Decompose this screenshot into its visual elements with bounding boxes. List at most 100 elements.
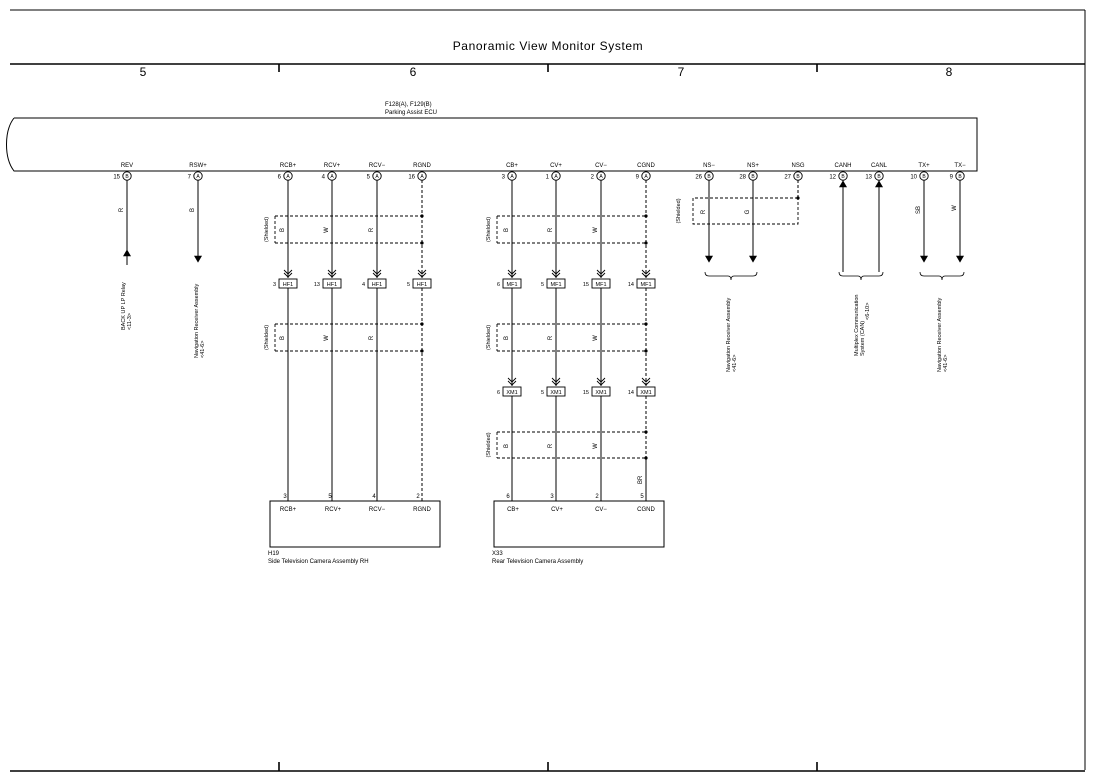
shield-ns-label: (Shielded) <box>676 198 682 223</box>
arrow-nsp <box>748 255 758 263</box>
pin-label-cbp: CB+ <box>506 163 518 169</box>
mf1-num-3: 14 <box>628 282 634 288</box>
h19-label-rgnd: RGND <box>413 507 431 513</box>
hf1-num-2: 4 <box>362 282 365 288</box>
wire-color-cvp-rep-7: R <box>548 443 554 448</box>
dest-rsw-ref: <41-6> <box>200 341 206 358</box>
shield-rear-lower: (Shielded) <box>486 430 648 460</box>
brace-ns <box>704 271 758 281</box>
x33-label-cvp: CV+ <box>551 507 563 513</box>
x33-label-cb: CB+ <box>507 507 519 513</box>
x33-label-cgnd: CGND <box>637 507 655 513</box>
wire-color-cbp-rep-3: B <box>504 336 510 340</box>
arrow-txm <box>955 255 965 263</box>
dest-ns-name: Navigation Receiver Assembly <box>726 297 732 372</box>
chevron-cvm-xm1 <box>596 377 606 386</box>
pin-num-rsw: 7 <box>188 175 192 181</box>
mf1-name-2: MF1 <box>596 282 607 288</box>
pin-num-rgnd: 16 <box>408 175 415 181</box>
pin-num-cvp: 1 <box>546 175 550 181</box>
x33-pin-3: 3 <box>550 494 554 500</box>
brace-can <box>838 271 884 281</box>
chevron-cbp-xm1 <box>507 377 517 386</box>
shield-side-lower-label: (Shielded) <box>264 325 270 350</box>
pin-num-canh: 12 <box>829 175 836 181</box>
arrow-canl <box>874 180 884 188</box>
shield-side-upper-label: (Shielded) <box>264 217 270 242</box>
wire-color-cvm-rep-5: W <box>593 335 599 341</box>
pin-conn-letter-rsw: A <box>196 174 200 180</box>
dest-rev-name: BACK UP LP Relay <box>121 282 127 330</box>
hf1-name-3: HF1 <box>417 282 427 288</box>
wire-color-rcvp-rep-1: W <box>324 335 330 341</box>
wire-color-rev: R <box>119 207 125 212</box>
chevron-rcvm-hf1 <box>372 269 382 278</box>
pin-conn-letter-cvp: A <box>554 174 558 180</box>
pin-label-cvm: CV− <box>595 163 607 169</box>
wire-color-cvm-rep-8: W <box>593 443 599 449</box>
pin-conn-letter-cgnd: A <box>644 174 648 180</box>
dest-navigation-tx: Navigation Receiver Assembly <41-6> <box>937 297 949 372</box>
wire-color-rcvm-rep-2: R <box>369 335 375 340</box>
ecu-code: F128(A), F129(B) <box>385 102 432 108</box>
shield-rear-middle: (Shielded) <box>486 322 648 353</box>
shields: (Shielded) (Shielded) (Shielded) (Shielded)… <box>264 196 800 460</box>
pin-num-rcvm: 5 <box>367 175 371 181</box>
page-frame <box>10 9 1086 772</box>
pin-conn-letter-nsg: B <box>796 174 800 180</box>
h19-label-rcvp: RCV+ <box>325 507 342 513</box>
h19-pin-2: 2 <box>416 494 420 500</box>
chevron-cgnd-xm1 <box>641 377 651 386</box>
arrow-rev <box>122 249 132 257</box>
h19-pin-5: 5 <box>328 494 332 500</box>
pin-label-rcbp: RCB+ <box>280 163 297 169</box>
pin-num-txm: 9 <box>950 175 954 181</box>
pin-conn-letter-rcvp: A <box>330 174 334 180</box>
pin-label-rcvp: RCV+ <box>324 163 341 169</box>
x33-box <box>493 500 665 548</box>
pin-conn-letter-rcvm: A <box>375 174 379 180</box>
pin-label-rgnd: RGND <box>413 163 431 169</box>
pin-conn-letter-nsp: B <box>751 174 755 180</box>
pin-label-rcvm: RCV− <box>369 163 386 169</box>
h19-label-rcvm: RCV− <box>369 507 386 513</box>
dest-can-ref: <6-10> <box>865 303 871 320</box>
wire-color-br: BR <box>638 475 644 484</box>
shield-side-lower: (Shielded) <box>264 322 424 353</box>
column-number-7: 7 <box>678 65 685 79</box>
pin-label-txm: TX− <box>954 163 966 169</box>
pin-label-nsm: NS− <box>703 163 715 169</box>
pin-conn-letter-cvm: A <box>599 174 603 180</box>
wire-color-nsm: R <box>701 209 707 214</box>
dest-can-name: Multiplex Communication <box>854 295 860 356</box>
chevron-rcbp-hf1 <box>283 269 293 278</box>
pin-num-cbp: 3 <box>502 175 506 181</box>
shield-rear-lower-label: (Shielded) <box>486 432 492 457</box>
h19-pin-4: 4 <box>372 494 376 500</box>
chevron-cbp-mf1 <box>507 269 517 278</box>
xm1-num-3: 14 <box>628 390 634 396</box>
x33-name: Rear Television Camera Assembly <box>492 559 583 565</box>
pin-conn-letter-rgnd: A <box>420 174 424 180</box>
chevron-cvp-xm1 <box>551 377 561 386</box>
pin-label-nsg: NSG <box>791 163 804 169</box>
hf1-num-1: 13 <box>314 282 320 288</box>
mf1-name-1: MF1 <box>551 282 562 288</box>
pin-num-nsm: 26 <box>695 175 702 181</box>
pin-num-nsp: 28 <box>739 175 746 181</box>
pin-num-nsg: 27 <box>784 175 791 181</box>
x33-code: X33 <box>492 551 503 557</box>
dest-rev-ref: <11-3> <box>127 313 133 330</box>
chevron-cvp-mf1 <box>551 269 561 278</box>
brace-tx <box>919 271 965 281</box>
shield-side-upper: (Shielded) <box>264 214 424 245</box>
dest-multiplex-communication: Multiplex Communication System (CAN) <6-… <box>854 295 871 356</box>
